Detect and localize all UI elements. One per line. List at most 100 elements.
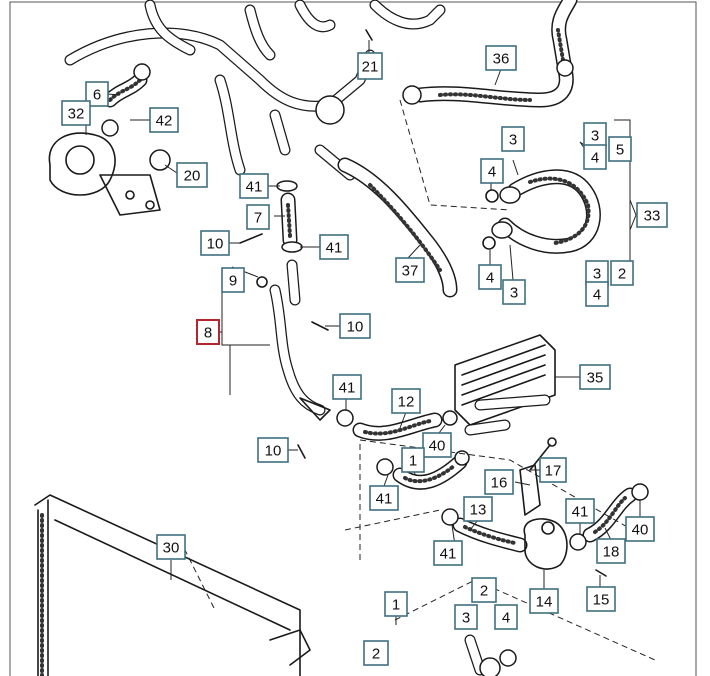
callout-number: 6 bbox=[93, 87, 101, 104]
callout-c4a: 4 bbox=[480, 158, 504, 184]
callout-c33: 33 bbox=[636, 202, 668, 228]
callout-box bbox=[463, 496, 493, 522]
callout-box bbox=[149, 107, 179, 133]
callout-number: 12 bbox=[398, 394, 415, 411]
callout-box bbox=[384, 591, 408, 617]
callout-box bbox=[357, 52, 383, 80]
callout-c17: 17 bbox=[539, 457, 567, 483]
callout-number: 3 bbox=[510, 285, 518, 302]
callout-number: 10 bbox=[265, 443, 282, 460]
callout-box bbox=[501, 126, 525, 152]
callout-c4b: 4 bbox=[583, 144, 607, 170]
callout-c1a: 1 bbox=[401, 447, 425, 473]
callout-number: 40 bbox=[632, 522, 649, 539]
callout-number: 9 bbox=[229, 273, 237, 290]
callout-number: 3 bbox=[509, 132, 517, 149]
callout-number: 4 bbox=[593, 287, 601, 304]
callout-number: 35 bbox=[587, 370, 604, 387]
callout-number: 36 bbox=[493, 51, 510, 68]
callout-number: 41 bbox=[572, 504, 589, 521]
callout-box bbox=[332, 374, 362, 400]
callout-c4e: 4 bbox=[494, 604, 518, 630]
callout-c6: 6 bbox=[85, 81, 109, 107]
callout-number: 15 bbox=[593, 592, 610, 609]
callout-c41b: 41 bbox=[319, 234, 349, 260]
callout-c3d: 3 bbox=[502, 279, 526, 305]
callout-c41f: 41 bbox=[565, 498, 595, 524]
callout-box bbox=[480, 158, 504, 184]
callout-box bbox=[339, 313, 371, 339]
callout-number: 4 bbox=[486, 270, 494, 287]
callout-box bbox=[625, 516, 655, 542]
callout-box bbox=[585, 281, 609, 307]
callout-box bbox=[565, 498, 595, 524]
callout-number: 10 bbox=[207, 236, 224, 253]
callout-box bbox=[239, 173, 269, 199]
callout-number: 4 bbox=[488, 164, 496, 181]
callout-box bbox=[636, 202, 668, 228]
callout-box bbox=[395, 257, 425, 283]
callout-box bbox=[478, 264, 502, 290]
diagram-frame bbox=[9, 1, 697, 676]
callout-number: 30 bbox=[163, 540, 180, 557]
callout-c41a: 41 bbox=[239, 173, 269, 199]
callout-c41c: 41 bbox=[332, 374, 362, 400]
callout-c10b: 10 bbox=[339, 313, 371, 339]
callout-number: 10 bbox=[347, 319, 364, 336]
callout-number: 41 bbox=[326, 240, 343, 257]
callout-c20: 20 bbox=[176, 162, 208, 188]
callout-c10c: 10 bbox=[257, 437, 289, 463]
callout-number: 37 bbox=[402, 263, 419, 280]
callout-c3b: 3 bbox=[583, 122, 607, 148]
callout-number: 1 bbox=[409, 453, 417, 470]
callout-box bbox=[246, 204, 270, 230]
callout-c36: 36 bbox=[485, 45, 517, 71]
callout-number: 2 bbox=[372, 646, 380, 663]
callout-box bbox=[156, 534, 186, 560]
callout-number: 3 bbox=[462, 610, 470, 627]
callout-c18: 18 bbox=[596, 538, 626, 564]
callout-number: 1 bbox=[392, 597, 400, 614]
callout-number: 18 bbox=[603, 544, 620, 561]
callout-number: 7 bbox=[254, 210, 262, 227]
callout-number: 20 bbox=[184, 168, 201, 185]
callout-number: 4 bbox=[591, 150, 599, 167]
callout-number: 17 bbox=[545, 463, 562, 480]
callout-box bbox=[221, 267, 245, 293]
callout-box bbox=[200, 230, 230, 256]
part-drawings bbox=[34, 0, 649, 676]
callout-c2b: 2 bbox=[471, 577, 497, 603]
callout-number: 42 bbox=[156, 113, 173, 130]
callout-number: 2 bbox=[480, 583, 488, 600]
callout-box bbox=[391, 388, 421, 414]
callout-box bbox=[529, 588, 559, 614]
callout-c5: 5 bbox=[608, 136, 632, 162]
callout-number: 14 bbox=[536, 594, 553, 611]
callout-c21: 21 bbox=[357, 52, 383, 80]
callout-c30: 30 bbox=[156, 534, 186, 560]
callout-box bbox=[583, 144, 607, 170]
callout-c32: 32 bbox=[61, 100, 91, 126]
callout-c4d: 4 bbox=[585, 281, 609, 307]
callout-c1b: 1 bbox=[384, 591, 408, 617]
callout-box bbox=[579, 364, 611, 390]
callout-box bbox=[369, 485, 399, 511]
callout-number: 41 bbox=[339, 380, 356, 397]
callout-c2a: 2 bbox=[610, 260, 634, 286]
callout-box bbox=[319, 234, 349, 260]
callout-box bbox=[539, 457, 567, 483]
callout-number: 32 bbox=[68, 106, 85, 123]
callout-number: 5 bbox=[616, 142, 624, 159]
callout-c13: 13 bbox=[463, 496, 493, 522]
callout-number: 21 bbox=[362, 59, 379, 76]
callout-box bbox=[485, 45, 517, 71]
callout-c14: 14 bbox=[529, 588, 559, 614]
callout-number: 3 bbox=[593, 266, 601, 283]
callout-c9: 9 bbox=[221, 267, 245, 293]
callout-number: 3 bbox=[591, 128, 599, 145]
callout-box bbox=[502, 279, 526, 305]
callout-box bbox=[363, 640, 389, 666]
callout-c40b: 40 bbox=[625, 516, 655, 542]
